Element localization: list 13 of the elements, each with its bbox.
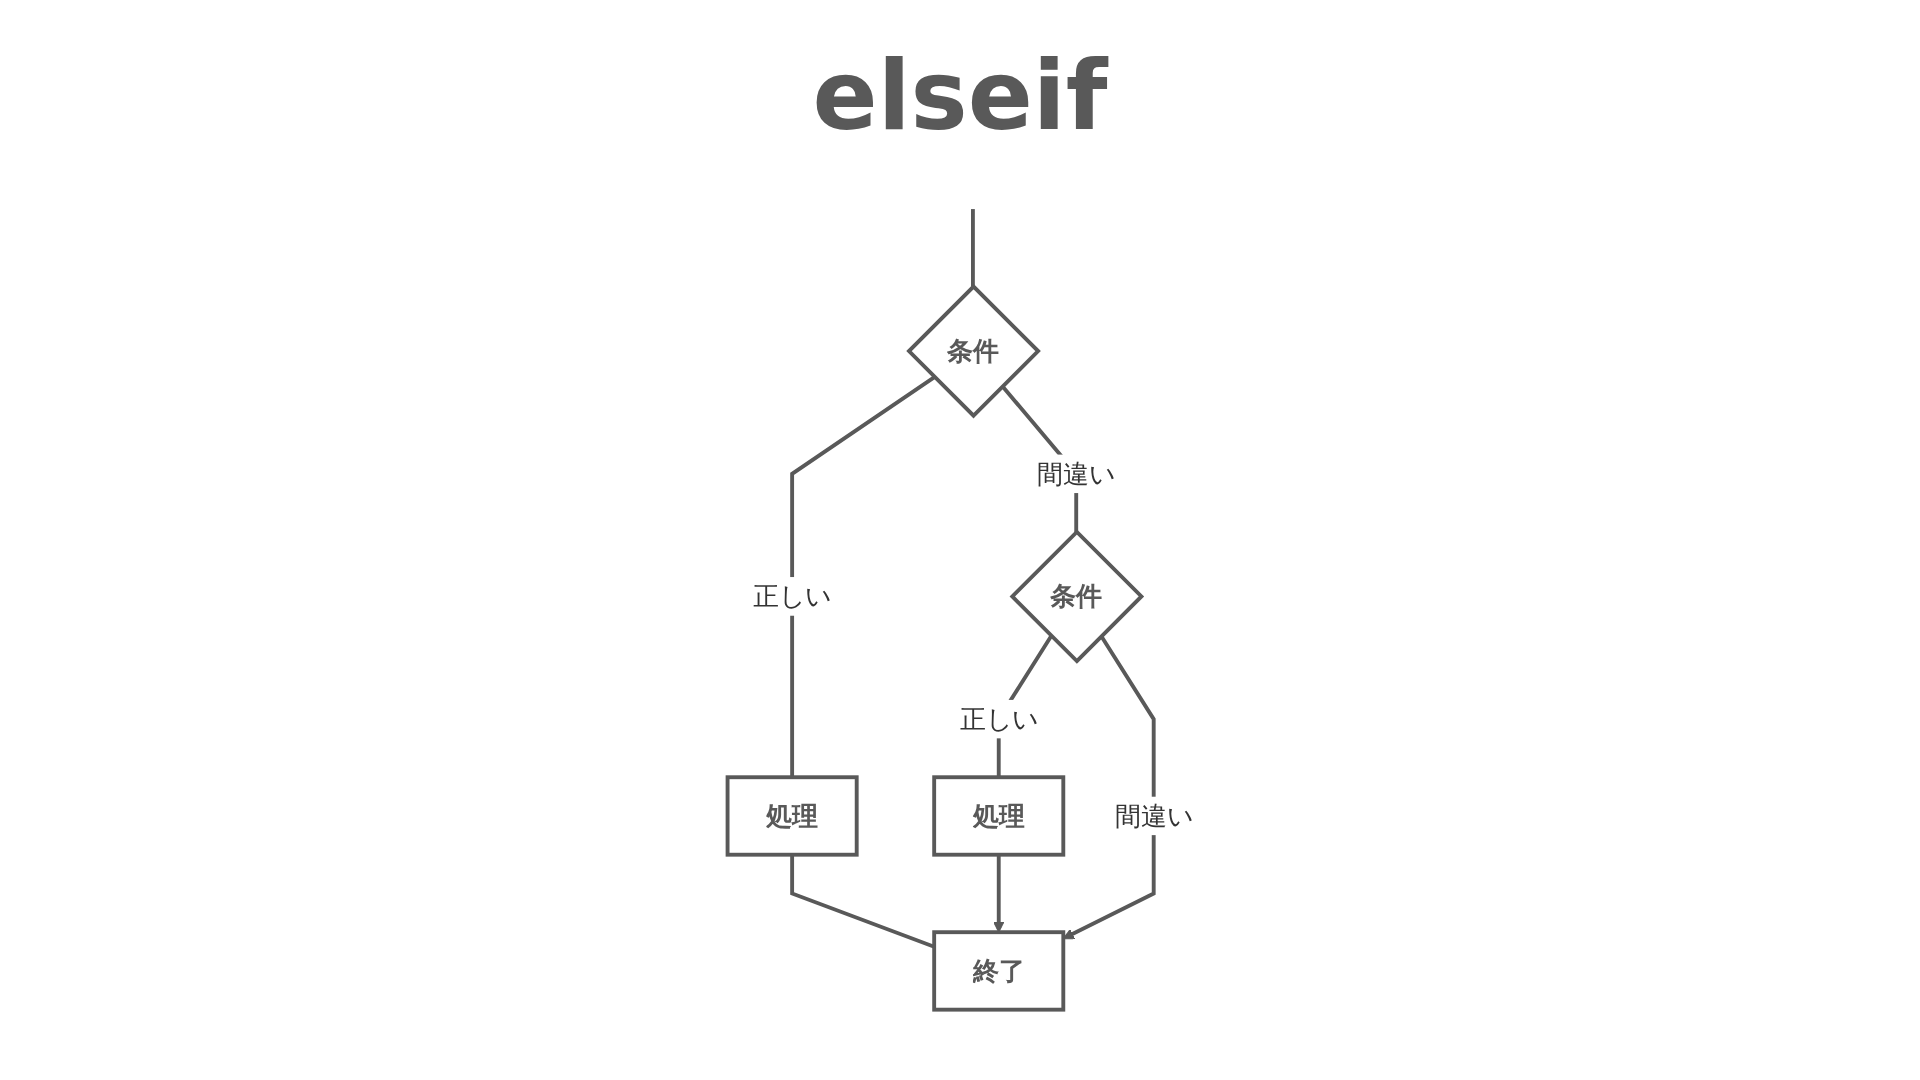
node-diamond: 条件	[1009, 529, 1145, 664]
connector	[970, 209, 975, 287]
node-box: 処理	[932, 775, 1066, 857]
node-box: 処理	[725, 775, 859, 857]
arrow	[993, 854, 1005, 933]
edge-label: 間違い	[1114, 800, 1193, 832]
connector	[790, 375, 936, 778]
edge-label: 正しい	[960, 703, 1038, 735]
diagram-title: elseif	[811, 40, 1110, 154]
edge-label: 間違い	[1037, 458, 1115, 490]
node-box: 終了	[932, 930, 1066, 1012]
node-diamond: 条件	[906, 283, 1041, 419]
edge-label: 正しい	[753, 580, 831, 612]
